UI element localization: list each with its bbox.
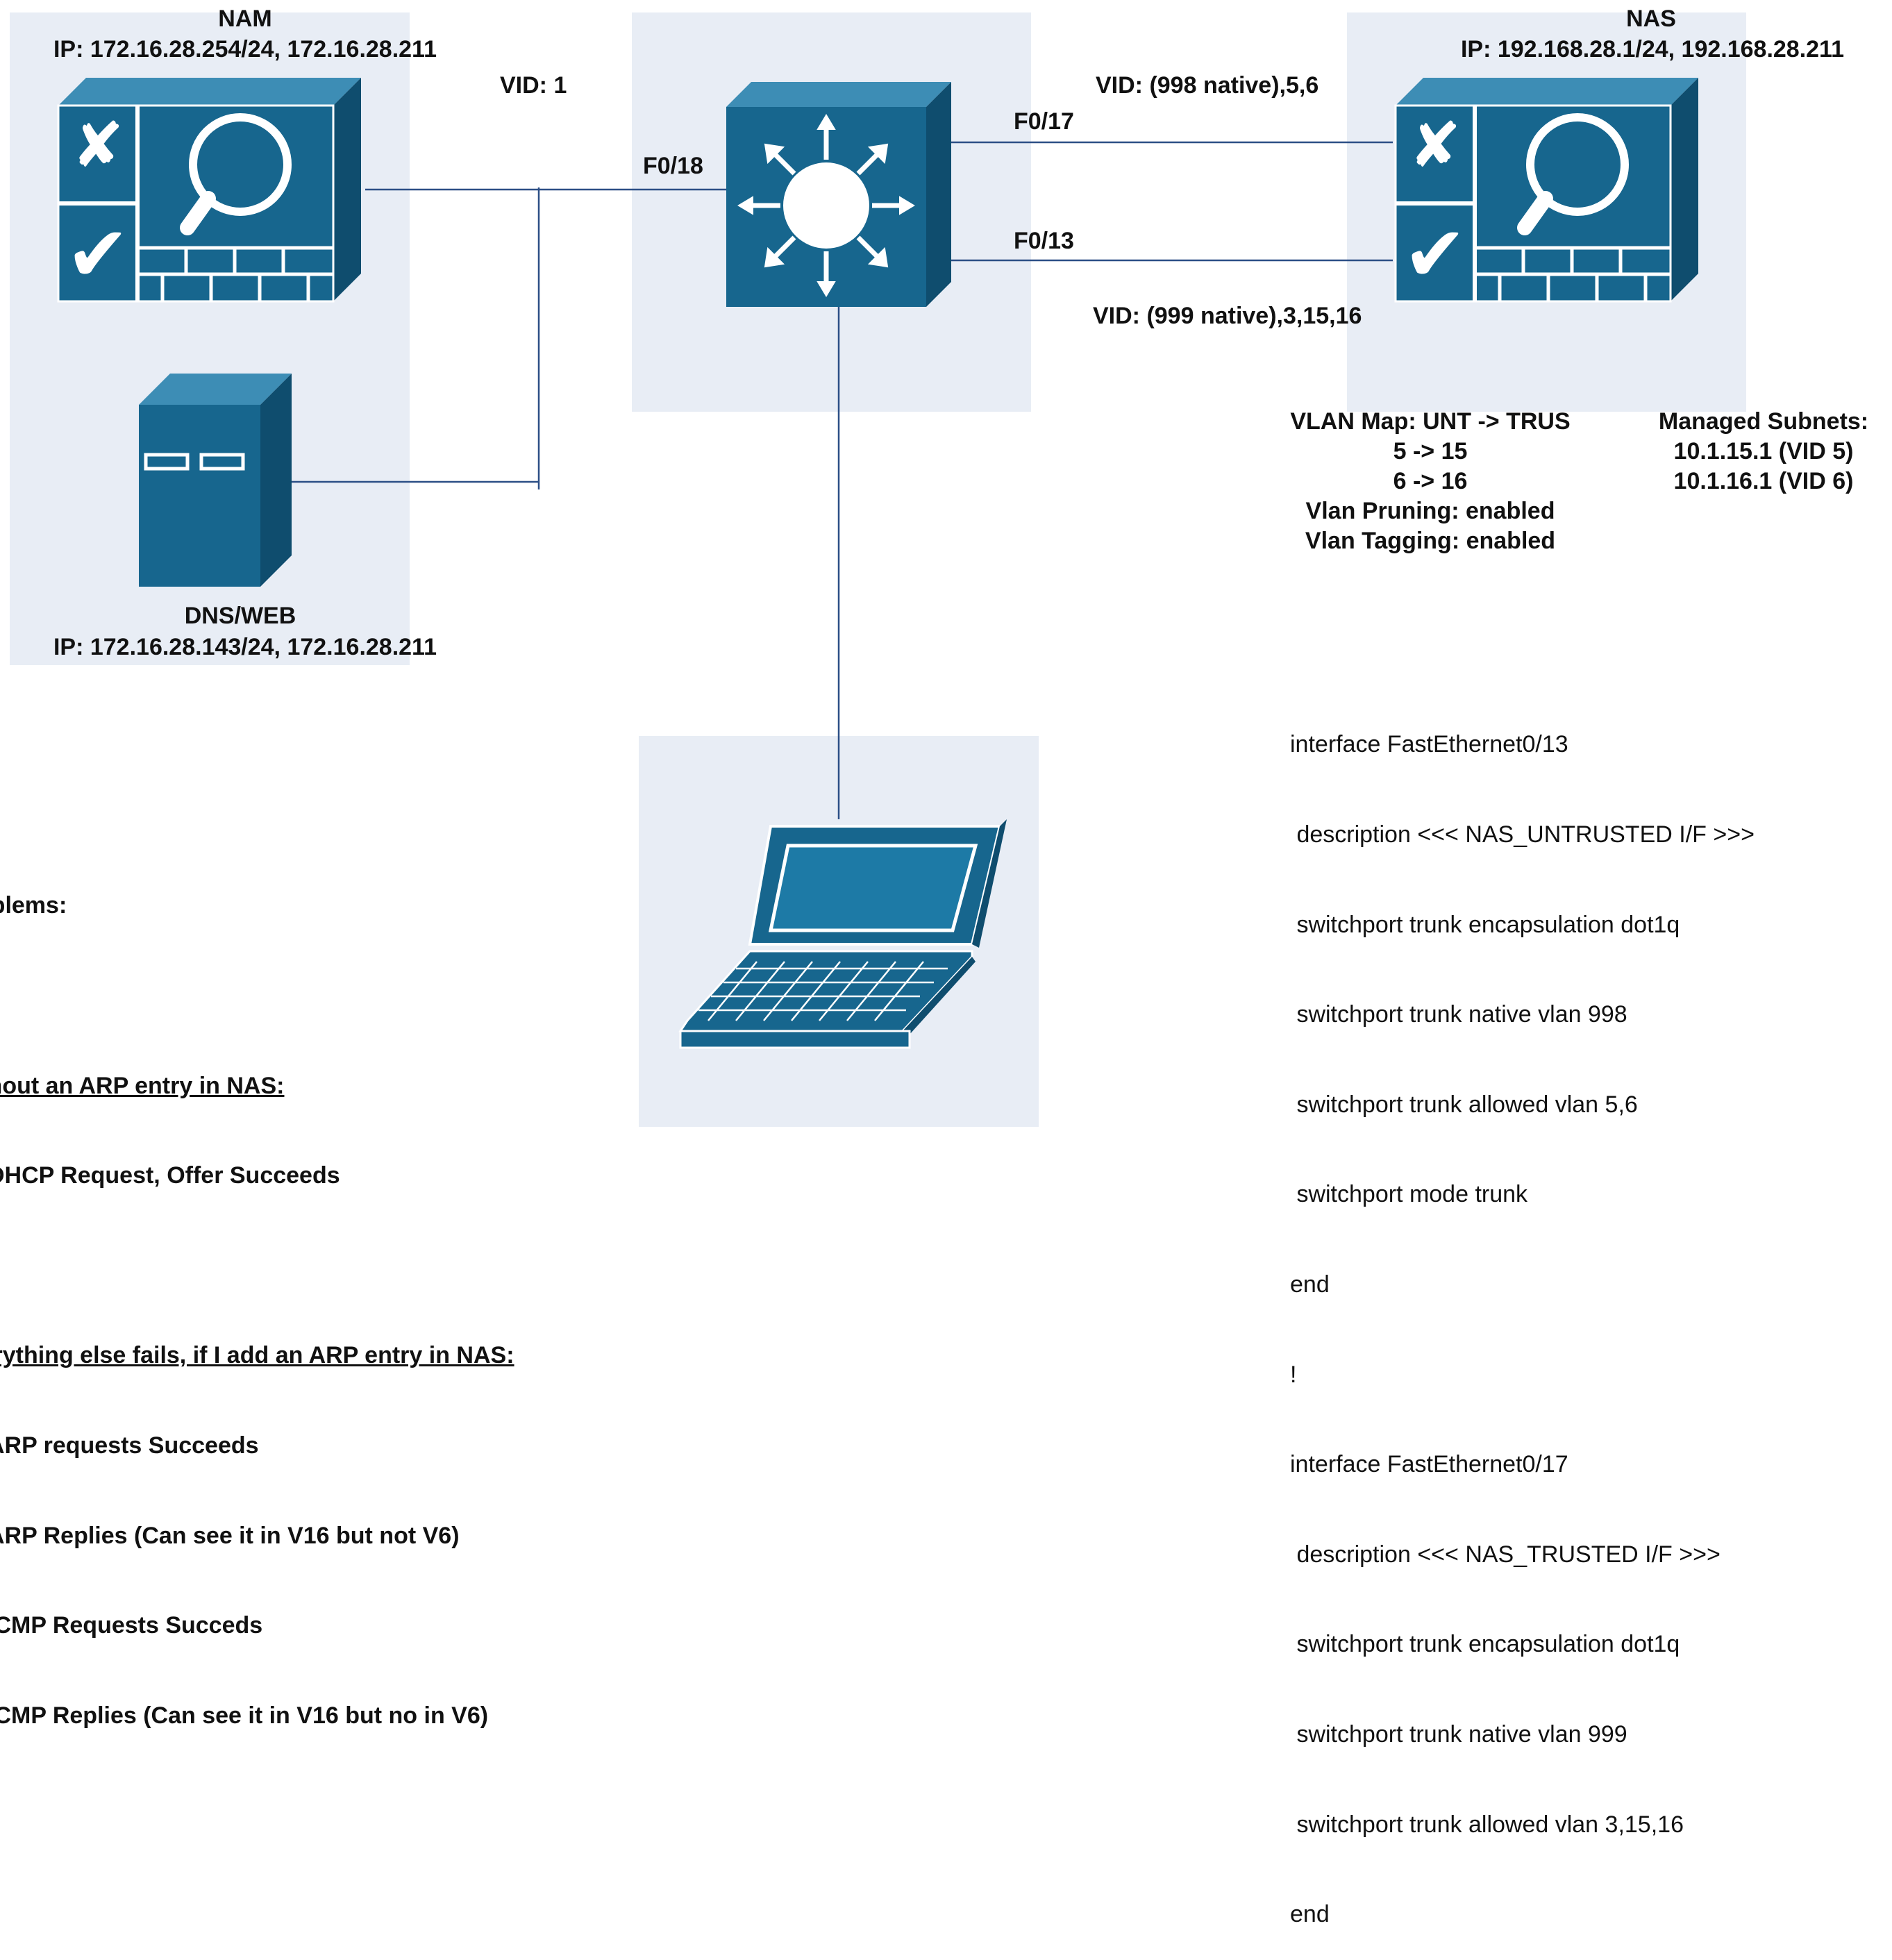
layer3-switch-icon xyxy=(726,82,951,307)
config-line: description <<< NAS_UNTRUSTED I/F >>> xyxy=(1290,821,1755,848)
laptop-icon xyxy=(678,819,1007,1049)
dns-web-name: DNS/WEB xyxy=(184,603,296,629)
config-line: switchport trunk allowed vlan 5,6 xyxy=(1290,1091,1638,1118)
svg-text:✔: ✔ xyxy=(66,210,130,299)
problems-item: ICMP Requests Succeds xyxy=(0,1612,263,1639)
f013-label: F0/13 xyxy=(1014,228,1074,254)
problems-item: ARP requests Succeeds xyxy=(0,1432,259,1459)
vlan-map-row: 5 -> 15 xyxy=(1393,438,1468,464)
managed-subnets-title: Managed Subnets: xyxy=(1658,408,1869,435)
problems-item: ARP Replies (Can see it in V16 but not V… xyxy=(0,1522,460,1549)
problems-title: Problems: xyxy=(0,892,67,919)
problems-notes: Problems: Without an ARP entry in NAS: D… xyxy=(0,831,514,1761)
config-line: end xyxy=(1290,1271,1330,1298)
vlan-pruning: Vlan Pruning: enabled xyxy=(1305,498,1555,524)
f017-label: F0/17 xyxy=(1014,108,1074,135)
svg-text:✘: ✘ xyxy=(72,109,124,182)
config-line: ! xyxy=(1290,1361,1297,1388)
config-line: switchport trunk native vlan 998 xyxy=(1290,1001,1627,1028)
dns-web-ip: IP: 172.16.28.143/24, 172.16.28.211 xyxy=(53,634,437,660)
config-line: end xyxy=(1290,1901,1330,1928)
vlan-map-row: 6 -> 16 xyxy=(1393,468,1468,494)
nam-name: NAM xyxy=(218,6,272,32)
config-line: switchport trunk encapsulation dot1q xyxy=(1290,1631,1680,1658)
problems-heading: Everything else fails, if I add an ARP e… xyxy=(0,1342,514,1369)
config-line: switchport trunk allowed vlan 3,15,16 xyxy=(1290,1811,1684,1838)
config-line: description <<< NAS_TRUSTED I/F >>> xyxy=(1290,1541,1721,1568)
switch-config: interface FastEthernet0/13 description <… xyxy=(1290,670,1755,1960)
managed-subnet-row: 10.1.16.1 (VID 6) xyxy=(1673,468,1854,494)
nac-appliance-icon: ✘ ✔ xyxy=(57,78,361,303)
server-icon xyxy=(139,374,292,587)
nas-name: NAS xyxy=(1626,6,1676,32)
managed-subnet-row: 10.1.15.1 (VID 5) xyxy=(1673,438,1854,464)
vid1-label: VID: 1 xyxy=(500,72,567,99)
vid999-label: VID: (999 native),3,15,16 xyxy=(1093,303,1362,329)
nac-appliance-icon: ✘ ✔ xyxy=(1394,78,1698,303)
svg-text:✔: ✔ xyxy=(1403,210,1467,299)
config-line: interface FastEthernet0/13 xyxy=(1290,731,1568,758)
problems-item: ICMP Replies (Can see it in V16 but no i… xyxy=(0,1702,489,1729)
vlan-map-title: VLAN Map: UNT -> TRUS xyxy=(1290,408,1571,435)
config-line: switchport trunk encapsulation dot1q xyxy=(1290,911,1680,938)
config-line: switchport trunk native vlan 999 xyxy=(1290,1720,1627,1748)
f018-label: F0/18 xyxy=(643,153,703,179)
config-line: switchport mode trunk xyxy=(1290,1181,1528,1208)
nas-ip: IP: 192.168.28.1/24, 192.168.28.211 xyxy=(1460,36,1845,62)
nam-ip: IP: 172.16.28.254/24, 172.16.28.211 xyxy=(53,36,437,62)
vid998-label: VID: (998 native),5,6 xyxy=(1096,72,1319,99)
config-line: interface FastEthernet0/17 xyxy=(1290,1451,1568,1478)
problems-heading: Without an ARP entry in NAS: xyxy=(0,1072,285,1099)
network-diagram: ✘ ✔ ✘ ✔ xyxy=(10,12,1746,1127)
problems-line: DHCP Request, Offer Succeeds xyxy=(0,1162,340,1189)
vlan-tagging: Vlan Tagging: enabled xyxy=(1305,528,1556,554)
svg-text:✘: ✘ xyxy=(1409,109,1461,182)
